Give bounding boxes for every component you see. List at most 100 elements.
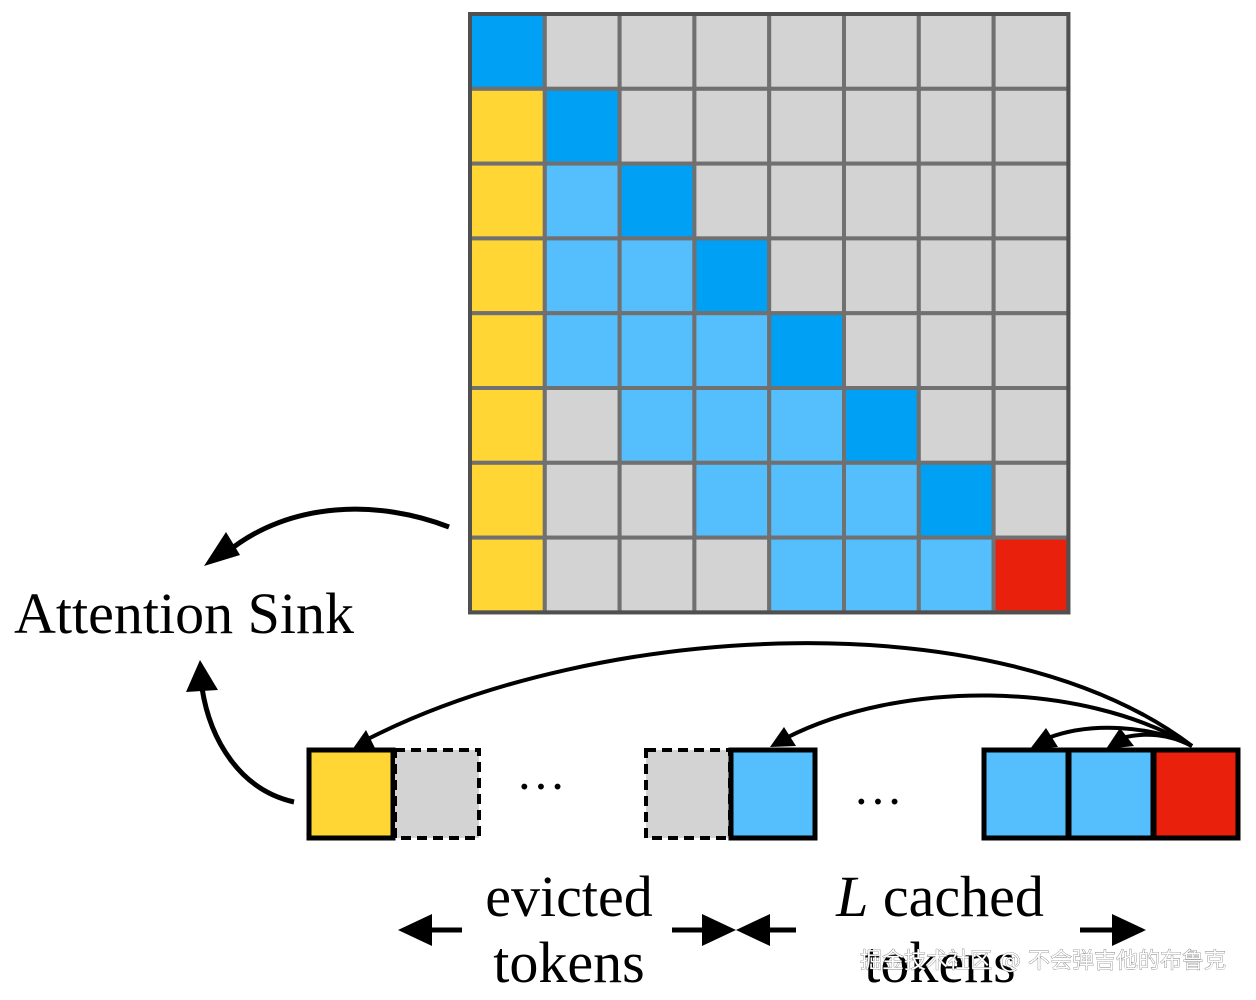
token-window	[981, 747, 1071, 841]
matrix-cell-window	[842, 535, 921, 615]
matrix-cell-masked	[916, 86, 996, 166]
matrix-cell-masked	[767, 161, 847, 241]
matrix-cell-masked	[767, 12, 847, 91]
cached-right-arrowhead	[1112, 914, 1146, 946]
attend-prev1-arrowhead	[1106, 728, 1134, 749]
attend-sink-arrow	[365, 641, 1194, 748]
evicted-ellipsis: ···	[516, 758, 566, 814]
matrix-cell-masked	[842, 161, 921, 241]
evicted-label-line2: tokens	[493, 930, 644, 995]
matrix-cell-masked	[542, 535, 622, 615]
matrix-cell-current	[991, 535, 1071, 615]
cached-word: cached	[883, 864, 1044, 929]
matrix-cell-masked	[916, 236, 996, 316]
token-window	[1066, 747, 1156, 841]
token-window	[728, 747, 818, 841]
matrix-cell-sink	[468, 236, 547, 316]
matrix-cell-window	[692, 386, 772, 465]
cached-variable: L	[835, 864, 868, 929]
matrix-cell-masked	[542, 12, 622, 91]
matrix-cell-masked	[692, 535, 772, 615]
matrix-cell-masked	[842, 86, 921, 166]
matrix-cell-masked	[916, 386, 996, 465]
token-sequence	[306, 747, 1241, 841]
matrix-cell-window	[916, 535, 996, 615]
token-masked	[393, 748, 481, 840]
matrix-cell-window	[617, 311, 697, 391]
matrix-cell-masked	[916, 12, 996, 91]
matrix-cell-masked	[692, 86, 772, 166]
cached-ellipsis: ···	[853, 773, 903, 829]
matrix-cell-window	[542, 236, 622, 316]
matrix-cell-masked	[991, 460, 1071, 540]
matrix-cell-masked	[991, 236, 1071, 316]
token-sink	[306, 747, 396, 841]
token-to-sink-arrowhead	[186, 660, 218, 692]
matrix-cell-sink	[468, 460, 547, 540]
matrix-cell-masked	[542, 460, 622, 540]
matrix-cell-sink	[468, 386, 547, 465]
attend-prev2-arrowhead	[1030, 728, 1058, 749]
matrix-cell-masked	[916, 311, 996, 391]
evicted-label-line1: evicted	[485, 864, 652, 929]
token-to-sink-arrow	[199, 687, 295, 805]
current-token-attention-arrows	[352, 641, 1194, 750]
matrix-to-sink-arrowhead	[204, 532, 240, 566]
matrix-cell-window	[692, 311, 772, 391]
attention-matrix	[468, 12, 1071, 615]
cached-label-line1: L cached	[835, 864, 1044, 929]
matrix-cell-masked	[991, 311, 1071, 391]
matrix-cell-masked	[692, 12, 772, 91]
matrix-cell-window	[542, 311, 622, 391]
matrix-cell-diagonal	[842, 386, 921, 465]
token-current	[1151, 747, 1241, 841]
attend-prev1-arrow	[1121, 732, 1193, 748]
matrix-cell-masked	[916, 161, 996, 241]
cached-left-arrowhead	[736, 914, 770, 946]
matrix-cell-diagonal	[468, 12, 547, 91]
matrix-cell-masked	[617, 535, 697, 615]
evicted-range-arrows	[398, 914, 736, 946]
cached-label-line2: tokens	[864, 930, 1015, 995]
cached-range-arrows	[736, 914, 1146, 946]
matrix-to-sink-arrow	[224, 506, 450, 555]
matrix-cell-diagonal	[617, 161, 697, 241]
matrix-cell-masked	[991, 86, 1071, 166]
matrix-cell-window	[767, 386, 847, 465]
matrix-cell-diagonal	[542, 86, 622, 166]
matrix-cell-masked	[842, 12, 921, 91]
matrix-cell-masked	[692, 161, 772, 241]
matrix-cell-masked	[617, 460, 697, 540]
watermark: 掘金技术社区 @ 不会弹吉他的布鲁克	[860, 949, 1226, 974]
matrix-frame	[468, 12, 1071, 615]
token-masked	[644, 748, 732, 840]
matrix-cell-diagonal	[767, 311, 847, 391]
matrix-cell-masked	[617, 86, 697, 166]
matrix-cell-diagonal	[692, 236, 772, 316]
matrix-cell-sink	[468, 86, 547, 166]
matrix-cell-sink	[468, 161, 547, 241]
matrix-cell-masked	[767, 86, 847, 166]
matrix-cell-diagonal	[916, 460, 996, 540]
matrix-cell-sink	[468, 311, 547, 391]
attention-sink-label: Attention Sink	[14, 581, 354, 646]
matrix-cell-window	[767, 535, 847, 615]
evicted-right-arrowhead	[702, 914, 736, 946]
attend-window-start-arrowhead	[770, 727, 796, 747]
matrix-cell-masked	[617, 12, 697, 91]
matrix-cell-window	[842, 460, 921, 540]
attend-window-start-arrow	[785, 693, 1194, 748]
attend-sink-arrowhead	[352, 730, 376, 750]
matrix-cell-window	[617, 386, 697, 465]
matrix-cell-masked	[991, 386, 1071, 465]
matrix-cell-masked	[542, 386, 622, 465]
matrix-cell-masked	[767, 236, 847, 316]
matrix-cell-sink	[468, 535, 547, 615]
matrix-cell-window	[617, 236, 697, 316]
matrix-cell-masked	[842, 311, 921, 391]
evicted-left-arrowhead	[398, 914, 432, 946]
matrix-cell-masked	[991, 161, 1071, 241]
matrix-cell-window	[767, 460, 847, 540]
matrix-cell-masked	[991, 12, 1071, 91]
